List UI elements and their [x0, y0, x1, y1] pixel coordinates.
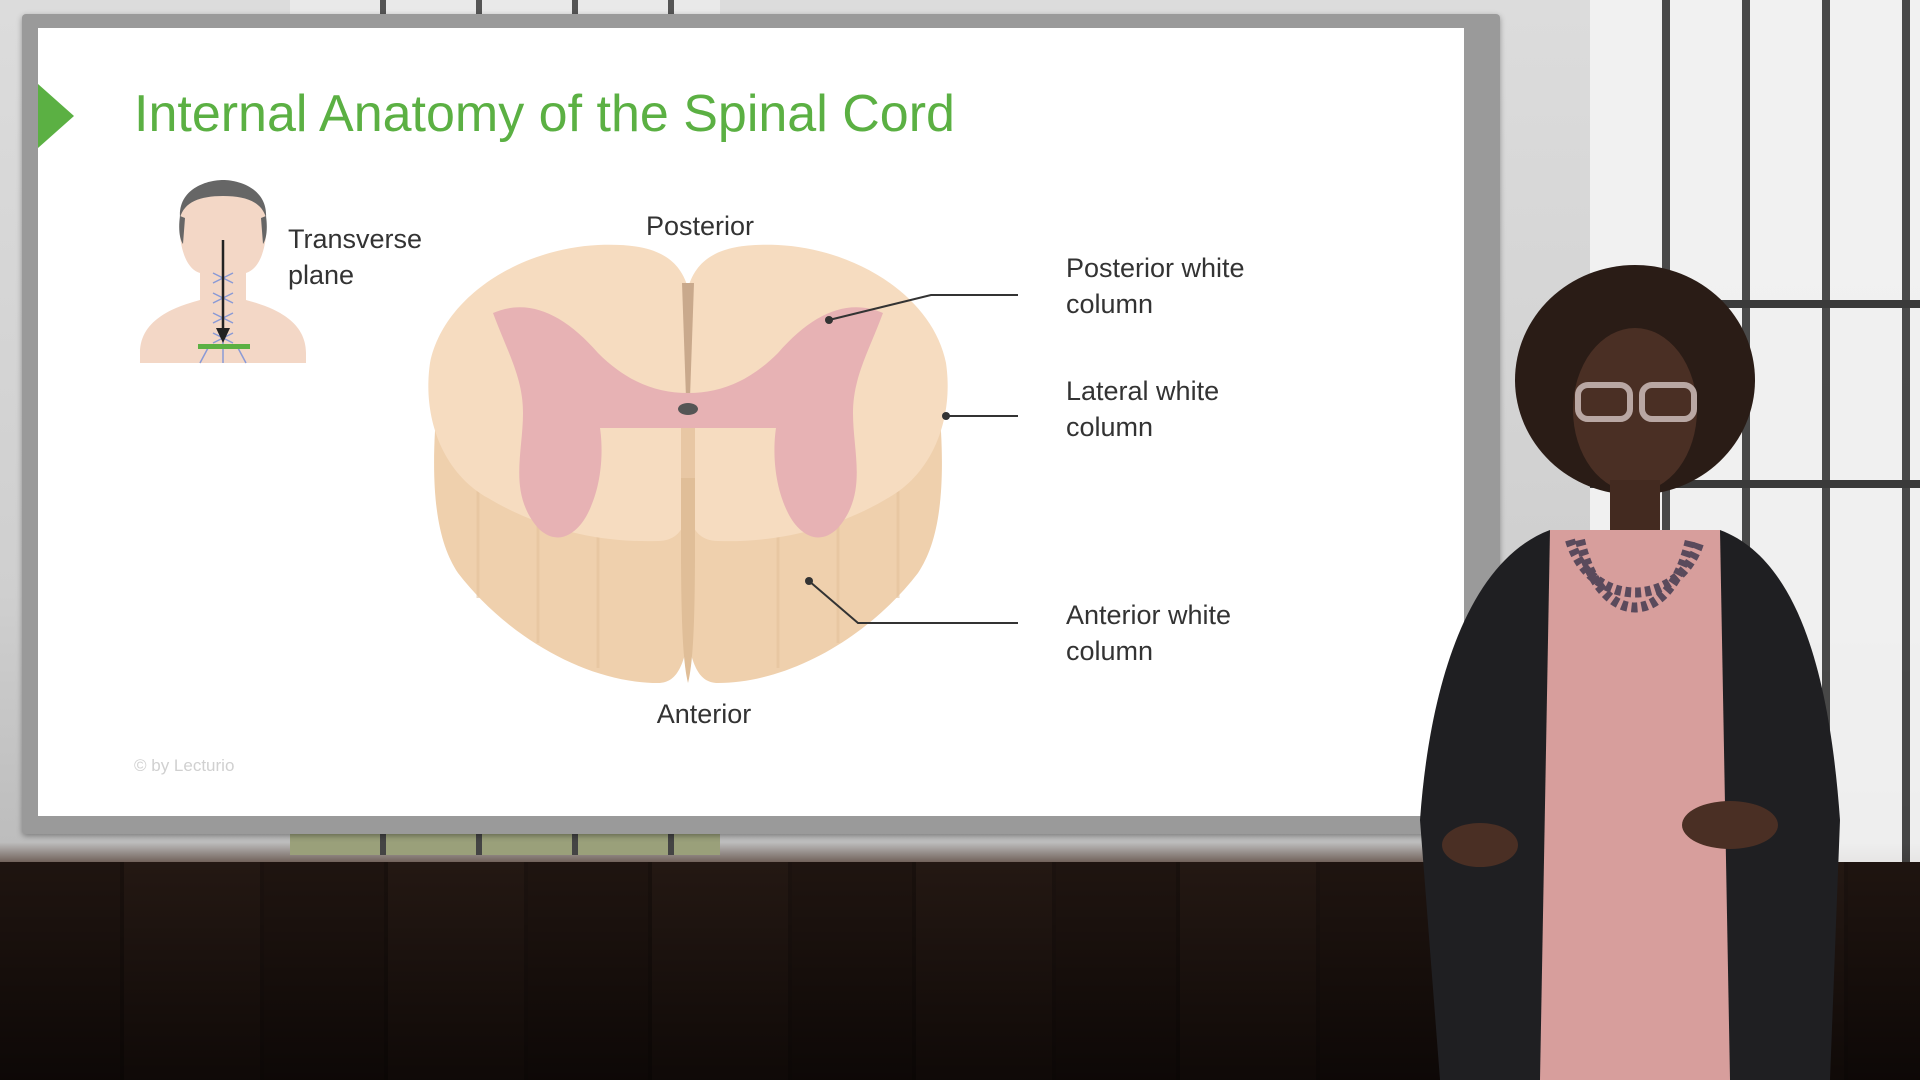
- anterior-label: Anterior: [656, 699, 752, 729]
- spinal-cord-diagram: [428, 244, 1018, 683]
- posterior-white-column-label: Posterior white column: [1066, 253, 1245, 319]
- lateral-white-column-label: Lateral white column: [1066, 376, 1220, 442]
- slide-title: Internal Anatomy of the Spinal Cord: [134, 85, 955, 143]
- presenter: [1420, 265, 1840, 1080]
- copyright-notice: © by Lecturio: [134, 756, 235, 775]
- transverse-plane-illustration: [140, 180, 306, 364]
- posterior-label: Posterior: [645, 211, 755, 241]
- transverse-plane-label: Transverse plane: [288, 224, 423, 290]
- window-mullion: [1590, 480, 1920, 488]
- title-arrow-icon: [38, 84, 74, 148]
- window-mullion: [1590, 300, 1920, 308]
- anterior-white-column-label: Anterior white column: [1066, 600, 1232, 666]
- slide: Internal Anatomy of the Spinal Cord Tran…: [38, 28, 1464, 816]
